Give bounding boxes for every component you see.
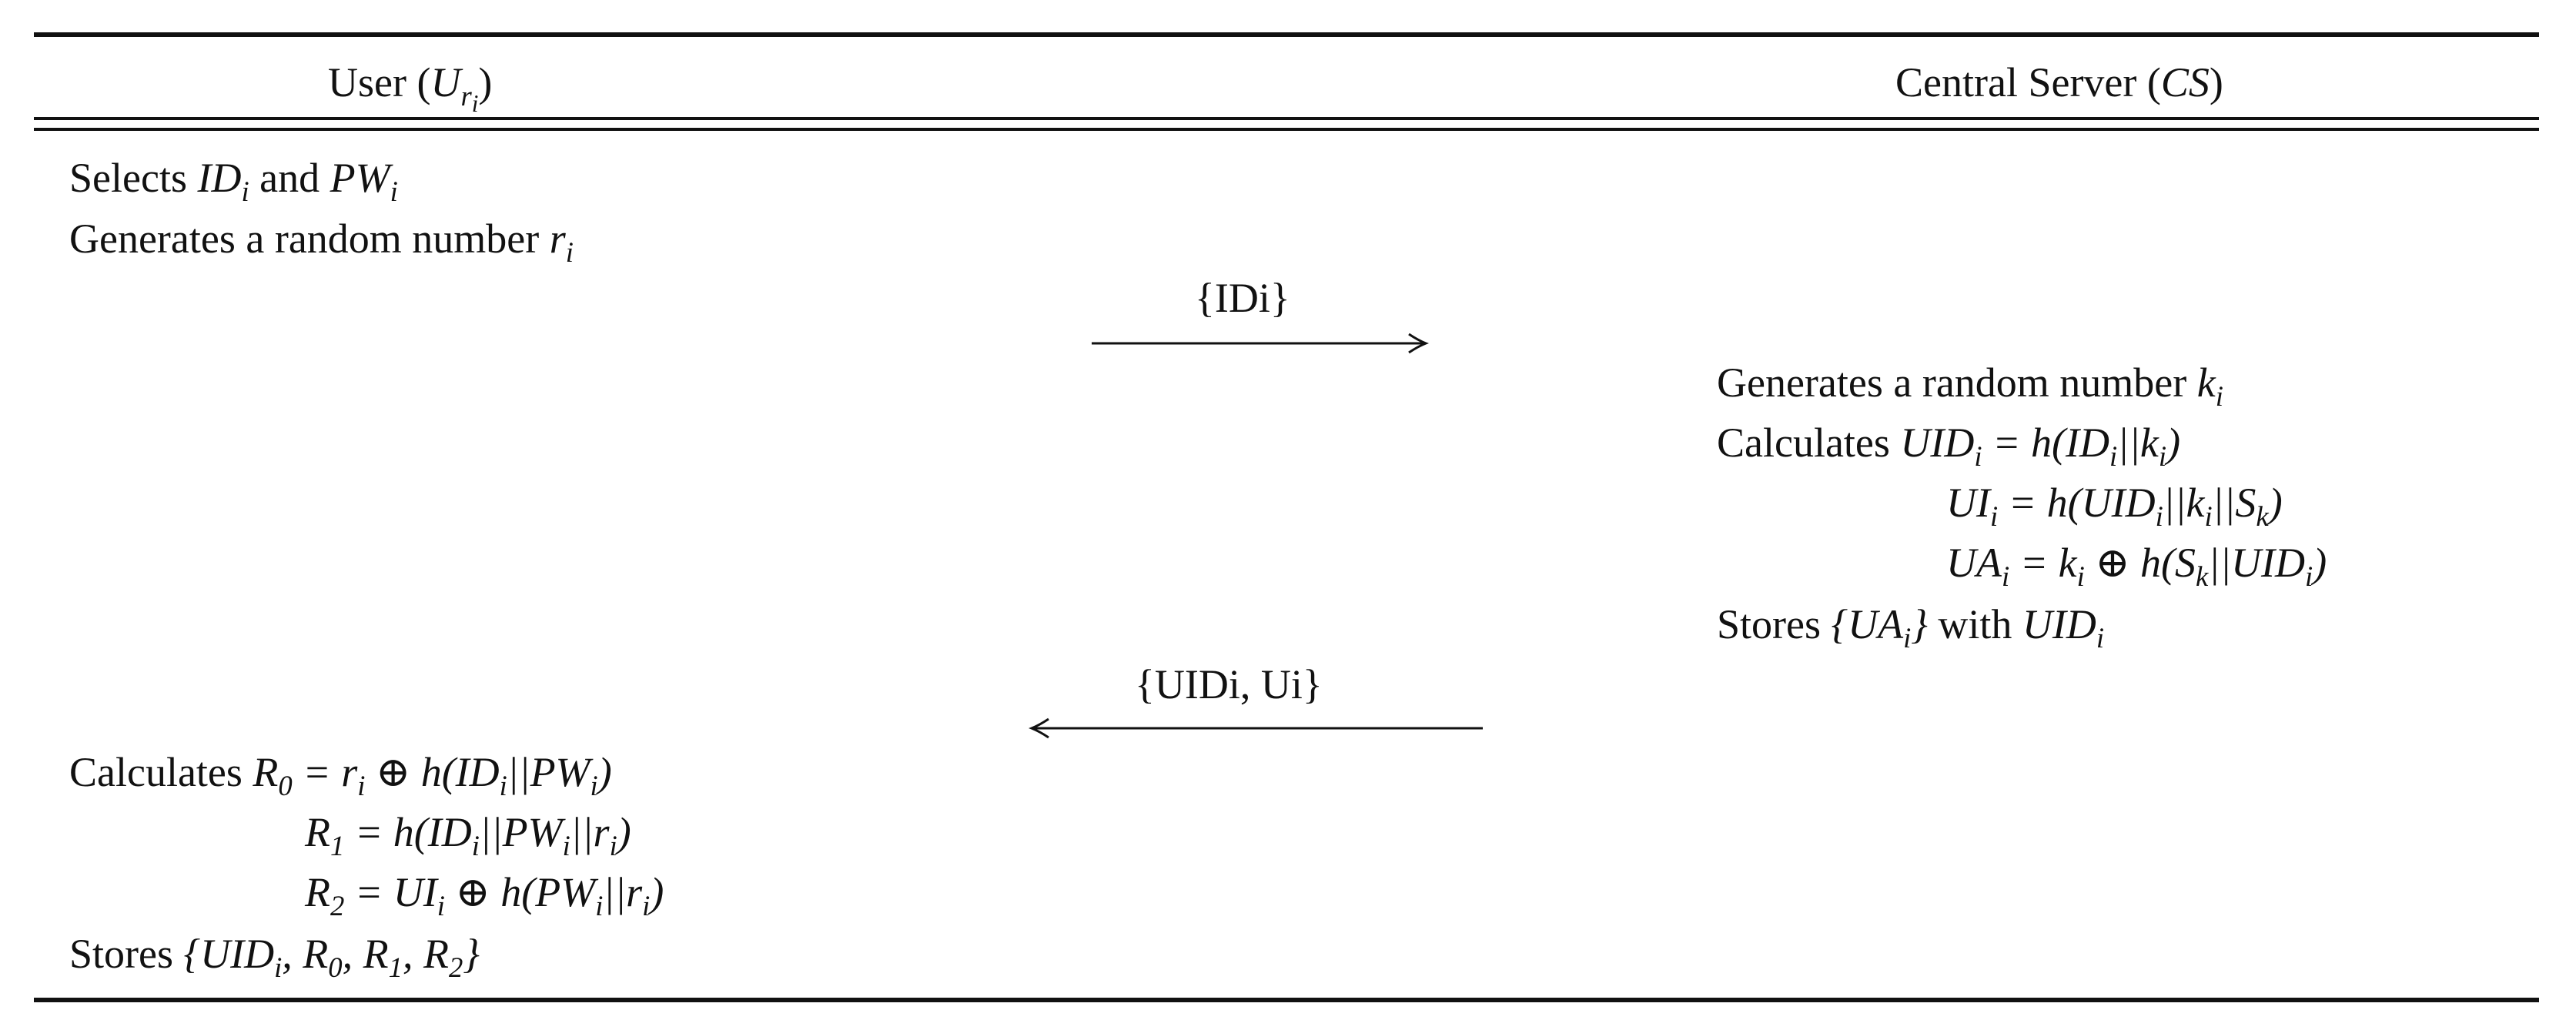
- user-generates-line: Generates a random number ri: [69, 216, 574, 268]
- server-calculates-ua: UAi = ki ⊕ h(Sk||UIDi): [1946, 540, 2327, 592]
- server-calculates-ui: UIi = h(UIDi||ki||Sk): [1946, 480, 2283, 532]
- header-rule-1: [34, 117, 2539, 120]
- server-calculates-uid: Calculates UIDi = h(IDi||ki): [1717, 420, 2181, 472]
- server-column-header: Central Server (CS): [1895, 59, 2223, 105]
- table-bottom-rule: [34, 998, 2539, 1002]
- server-stores-line: Stores {UAi} with UIDi: [1717, 601, 2105, 654]
- right-arrow-icon: [1092, 333, 1430, 354]
- user-calculates-r0: Calculates R0 = ri ⊕ h(IDi||PWi): [69, 749, 612, 801]
- user-calculates-r1: R1 = h(IDi||PWi||ri): [305, 809, 631, 861]
- left-arrow-icon: [1029, 717, 1483, 739]
- user-stores-line: Stores {UIDi, R0, R1, R2}: [69, 931, 480, 983]
- header-rule-2: [34, 128, 2539, 131]
- message-to-user: {UIDi, Ui}: [1135, 661, 1323, 707]
- server-generates-line: Generates a random number ki: [1717, 359, 2223, 412]
- user-calculates-r2: R2 = UIi ⊕ h(PWi||ri): [305, 869, 664, 921]
- user-column-header: User (Uri): [328, 59, 493, 117]
- user-selects-line: Selects IDi and PWi: [69, 155, 398, 207]
- message-to-server: {IDi}: [1195, 275, 1290, 321]
- table-top-rule: [34, 32, 2539, 37]
